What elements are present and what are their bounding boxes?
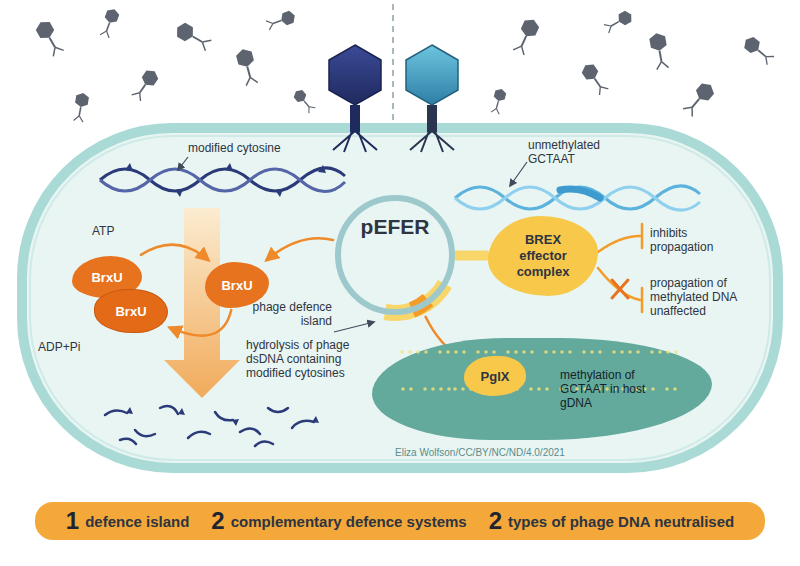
annotation-label: ATP [92, 224, 132, 238]
phage-left [329, 45, 381, 152]
leader-line [178, 157, 188, 170]
annotation-label: phage defence island [238, 300, 332, 328]
fragment-marks [126, 407, 319, 426]
divider [392, 4, 394, 128]
cell-membrane [22, 128, 778, 468]
host-gdna-region: methylation of GCTAAT in host gDNA PglX [372, 338, 712, 440]
unmethylated-phage-dna [455, 186, 700, 210]
methyltransferase-protein: PglX [464, 356, 526, 396]
effector-complex: BREX effector complex [488, 216, 598, 296]
callout-number: 1 [66, 507, 79, 535]
connector-arrow [141, 245, 208, 260]
modified-phage-dna [100, 163, 345, 197]
node-label: BREX effector complex [502, 232, 584, 280]
leader-line [334, 322, 374, 332]
annotation-label: inhibits propagation [650, 226, 750, 254]
annotation-label: propagation of methylated DNA unaffected [650, 276, 758, 318]
node-label: BrxU [221, 278, 252, 293]
summary-text: types of phage DNA neutralised [508, 513, 734, 530]
leader-line [510, 162, 527, 186]
summary-text: defence island [85, 513, 189, 530]
callout-number: 2 [489, 507, 502, 535]
phage-right [406, 45, 458, 152]
connector-arrow [267, 238, 333, 260]
defence-island-arc [385, 284, 445, 313]
brxu-dimer-protein: BrxU [95, 290, 167, 332]
summary-banner: 1 defence island 2 complementary defence sy… [35, 502, 765, 540]
node-label: methylation of GCTAAT in host gDNA [560, 368, 678, 410]
cell-inner-line [30, 136, 770, 460]
connector-arrow [457, 250, 486, 260]
node-label: BrxU [115, 304, 146, 319]
node-label: BrxU [91, 270, 122, 285]
gdna-texture [372, 338, 712, 440]
annotation-label: hydrolysis of phage dsDNA containing mod… [246, 338, 364, 380]
background-phages [34, 7, 776, 122]
callout-number: 2 [211, 507, 224, 535]
dna-fragments [105, 406, 314, 446]
credit-watermark: Eliza Wolfson/CC/BY/NC/ND/4.0/2021 [395, 446, 615, 460]
annotation-label: unmethylated GCTAAT [528, 138, 628, 166]
connector-arrow [170, 310, 231, 336]
summary-text: complementary defence systems [231, 513, 467, 530]
plasmid-circle: pEFER [335, 195, 455, 315]
annotation-label: ADP+Pi [38, 340, 98, 354]
inhibition-lines [598, 224, 642, 312]
node-label: pEFER [361, 215, 430, 239]
node-label: PglX [481, 369, 510, 384]
annotation-label: modified cytosine [188, 141, 298, 155]
